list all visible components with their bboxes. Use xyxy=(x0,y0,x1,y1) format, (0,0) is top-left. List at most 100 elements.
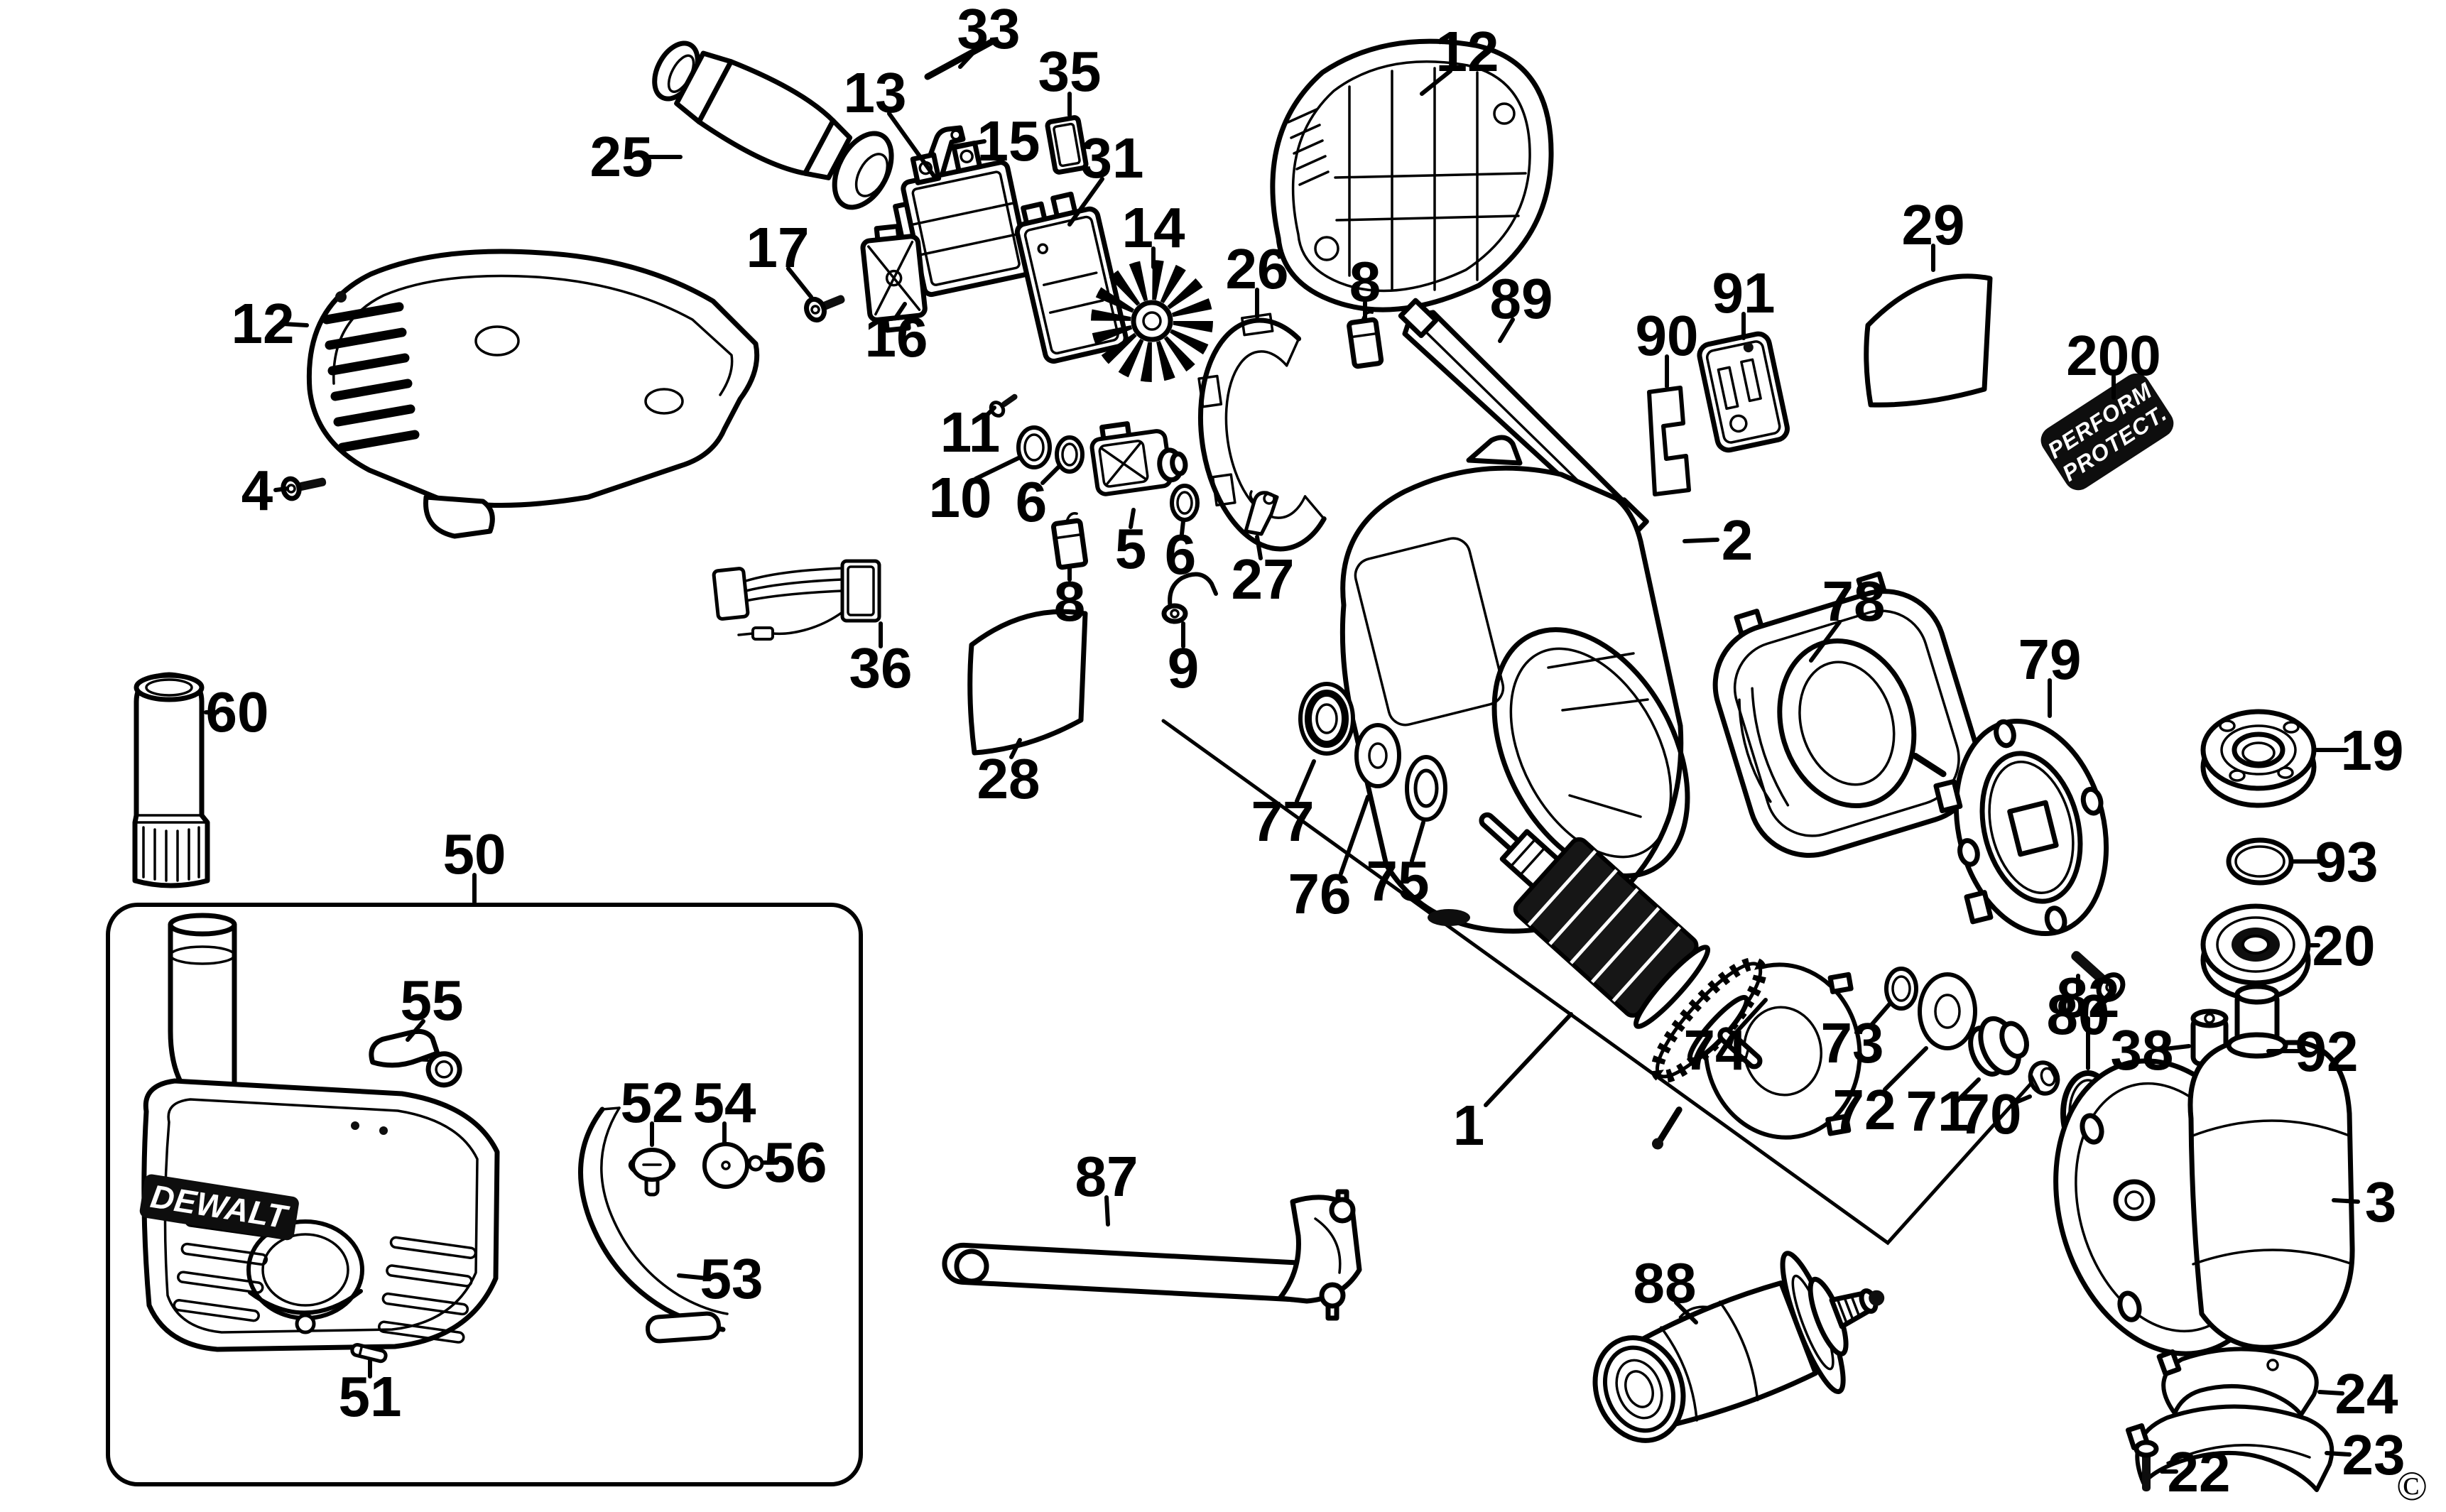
part-label-16: 16 xyxy=(865,305,928,369)
leader-23 xyxy=(2325,1451,2352,1457)
part-label-17: 17 xyxy=(746,216,810,279)
part-sketch-latch-55 xyxy=(369,1028,462,1088)
leader-73 xyxy=(1870,1001,1893,1026)
leader-3 xyxy=(2332,1198,2360,1204)
part-label-78: 78 xyxy=(1822,570,1886,633)
leader-12-top xyxy=(1420,69,1452,96)
part-label-38: 38 xyxy=(2111,1018,2174,1082)
part-label-89: 89 xyxy=(1490,267,1553,330)
part-label-11: 11 xyxy=(940,401,1001,464)
part-sketch-wing-screw-52 xyxy=(628,1148,676,1197)
part-label-87: 87 xyxy=(1075,1145,1138,1208)
part-sketch-fan-14 xyxy=(1091,260,1213,382)
part-label-33: 33 xyxy=(957,0,1021,60)
leader-4 xyxy=(273,486,289,492)
part-label-23: 23 xyxy=(2342,1423,2406,1486)
leader-70 xyxy=(2011,1094,2032,1106)
part-sketch-ring-6-left xyxy=(1055,435,1085,474)
part-label-5: 5 xyxy=(1115,517,1147,580)
part-label-91: 91 xyxy=(1712,261,1776,325)
part-sketch-screw-17 xyxy=(804,295,845,323)
part-sketch-screw-22 xyxy=(2134,1440,2159,1491)
part-sketch-disc-54 xyxy=(702,1142,749,1189)
part-sketch-ring-73 xyxy=(1884,967,1918,1011)
part-sketch-bearing-77 xyxy=(1298,682,1355,756)
part-sketch-handle-25 xyxy=(652,40,894,210)
leader-24 xyxy=(2317,1390,2344,1396)
part-sketch-holder-16 xyxy=(860,224,928,333)
part-sketch-pin-51 xyxy=(350,1342,388,1364)
part-label-12-left: 12 xyxy=(232,292,295,355)
leader-15 xyxy=(952,139,986,148)
leader-33 xyxy=(958,45,981,69)
part-sketch-clamp-24 xyxy=(2156,1347,2319,1417)
leader-12-left xyxy=(281,322,309,327)
part-label-20: 20 xyxy=(2312,914,2376,977)
leader-28 xyxy=(1009,738,1022,759)
part-label-9: 9 xyxy=(1168,636,1200,700)
part-sketch-bushing-71 xyxy=(1968,1016,2029,1077)
kit-box-50 xyxy=(106,903,863,1486)
part-label-79: 79 xyxy=(2018,628,2082,691)
leader-77 xyxy=(1295,759,1316,803)
part-label-73: 73 xyxy=(1821,1011,1884,1075)
leader-78 xyxy=(1809,620,1842,663)
leader-72 xyxy=(1883,1046,1928,1092)
part-sketch-screw-80 xyxy=(2071,951,2126,1002)
part-label-12-top: 12 xyxy=(1436,20,1499,83)
part-sketch-harness-36 xyxy=(712,559,881,641)
leader-87 xyxy=(1104,1195,1110,1227)
leader-74 xyxy=(1735,998,1768,1033)
leader-55 xyxy=(406,1019,425,1042)
part-sketch-clip-27 xyxy=(1244,490,1279,536)
part-sketch-washer-76 xyxy=(1354,723,1401,788)
part-label-75: 75 xyxy=(1366,849,1430,913)
part-sketch-washer-75 xyxy=(1405,755,1447,822)
part-sketch-washer-10 xyxy=(1016,425,1052,469)
part-sketch-holder-5 xyxy=(1089,421,1188,496)
part-label-8-mid: 8 xyxy=(1054,570,1086,633)
part-sketch-washer-72 xyxy=(1918,972,1977,1050)
part-sketch-wrench-87 xyxy=(942,1189,1362,1321)
part-label-28: 28 xyxy=(977,747,1040,810)
leader-31 xyxy=(1067,177,1104,227)
part-sketch-sheet-29 xyxy=(1864,273,1993,408)
part-label-52: 52 xyxy=(621,1071,684,1134)
part-label-74: 74 xyxy=(1684,1018,1747,1082)
part-sketch-spring-9 xyxy=(1161,572,1218,624)
part-sketch-ring-6-right xyxy=(1170,484,1200,522)
leader-11 xyxy=(984,406,996,418)
part-label-6-left: 6 xyxy=(1016,470,1048,533)
part-label-6-right: 6 xyxy=(1165,523,1197,586)
leader-16 xyxy=(894,302,907,319)
part-label-77: 77 xyxy=(1251,790,1315,853)
part-sketch-nut-70 xyxy=(2028,1060,2060,1096)
part-sketch-brush-8-top xyxy=(1347,311,1384,369)
part-label-15: 15 xyxy=(977,109,1040,173)
part-sketch-oring-93 xyxy=(2226,837,2294,886)
leader-71 xyxy=(1954,1077,1981,1104)
part-label-71: 71 xyxy=(1906,1079,1969,1143)
leader-5 xyxy=(1129,508,1136,529)
leader-17 xyxy=(786,266,813,299)
part-label-10: 10 xyxy=(929,466,992,529)
leader-38 xyxy=(2163,1044,2191,1051)
part-label-70: 70 xyxy=(1959,1082,2022,1146)
part-label-36: 36 xyxy=(849,636,913,700)
part-label-76: 76 xyxy=(1288,862,1352,925)
part-label-54: 54 xyxy=(693,1071,756,1134)
leader-27 xyxy=(1255,535,1263,560)
part-sketch-knob-60 xyxy=(132,672,210,888)
part-label-92: 92 xyxy=(2295,1020,2359,1083)
part-label-26: 26 xyxy=(1226,237,1289,300)
part-label-19: 19 xyxy=(2341,719,2404,782)
part-sketch-pin-33 xyxy=(924,38,996,80)
part-label-1: 1 xyxy=(1453,1094,1485,1157)
part-sketch-module-31 xyxy=(1014,191,1129,364)
part-label-90: 90 xyxy=(1636,304,1699,367)
copyright-symbol: © xyxy=(2396,1463,2428,1509)
part-label-2: 2 xyxy=(1722,508,1754,572)
leader-6-left xyxy=(1040,464,1062,485)
part-label-56: 56 xyxy=(764,1131,827,1194)
